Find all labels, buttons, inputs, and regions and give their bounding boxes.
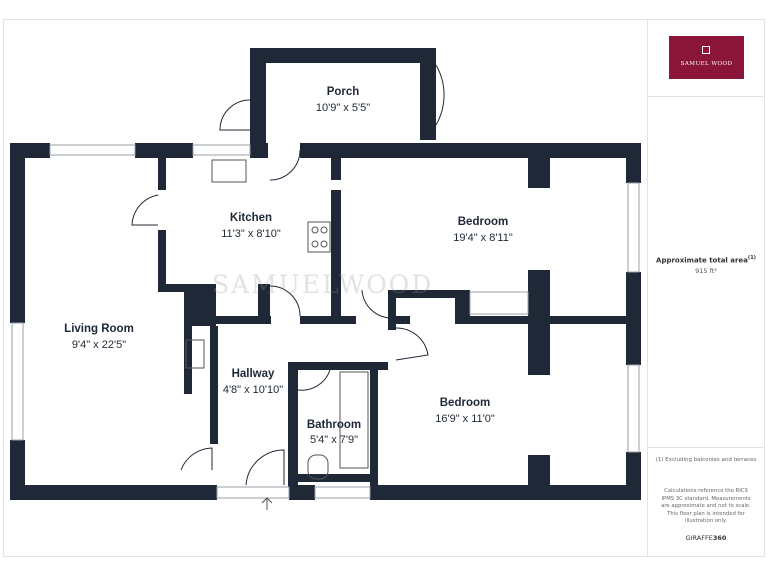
logo-mark-icon bbox=[702, 46, 710, 54]
room-bathroom-name: Bathroom bbox=[307, 419, 361, 431]
agent-logo: SAMUEL WOOD bbox=[669, 36, 744, 79]
room-living-name: Living Room bbox=[64, 323, 134, 335]
room-bathroom-dimensions: 5'4" x 7'9" bbox=[310, 434, 358, 446]
room-bedroom1-dimensions: 19'4" x 8'11" bbox=[453, 232, 513, 244]
sidebar-divider-top bbox=[647, 96, 765, 97]
room-kitchen-name: Kitchen bbox=[230, 212, 272, 224]
room-bedroom2-name: Bedroom bbox=[440, 397, 490, 409]
logo-text: SAMUEL WOOD bbox=[680, 61, 733, 67]
room-hallway-dimensions: 4'8" x 10'10" bbox=[223, 384, 283, 396]
room-hallway-name: Hallway bbox=[232, 368, 275, 380]
software-brand: GIRAFFE360 bbox=[685, 534, 727, 542]
sidebar-divider bbox=[647, 19, 648, 557]
walls bbox=[10, 48, 641, 500]
room-porch-name: Porch bbox=[327, 86, 360, 98]
room-living-dimensions: 9'4" x 22'5" bbox=[72, 339, 126, 351]
watermark: SAMUELWOOD bbox=[212, 270, 434, 299]
fixtures bbox=[185, 159, 369, 510]
calculation-note: Calculations reference the RICS IPMS 3C … bbox=[661, 488, 751, 525]
windows bbox=[11, 144, 640, 499]
doors bbox=[131, 64, 445, 486]
room-kitchen-dimensions: 11'3" x 8'10" bbox=[221, 228, 281, 240]
room-bedroom2-dimensions: 16'9" x 11'0" bbox=[435, 413, 495, 425]
plan-frame bbox=[3, 19, 765, 557]
sidebar-divider-bottom bbox=[647, 447, 765, 448]
room-bedroom1-name: Bedroom bbox=[458, 216, 508, 228]
room-porch-dimensions: 10'9" x 5'5" bbox=[316, 102, 370, 114]
total-area-value: 915 ft² bbox=[695, 267, 717, 275]
exclusion-note: (1) Excluding balconies and terraces bbox=[655, 457, 757, 463]
total-area-label: Approximate total area(1) bbox=[656, 255, 756, 265]
